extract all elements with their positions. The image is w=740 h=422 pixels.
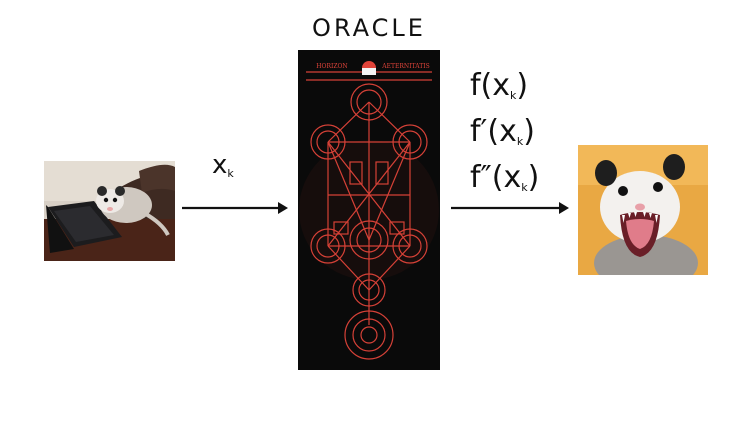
input-subscript: k <box>227 167 234 180</box>
output-f-subscript: k <box>510 89 517 102</box>
oracle-panel: HORIZON AETERNITATIS <box>298 50 440 370</box>
output-fprime-prefix: f′( <box>470 114 500 149</box>
opossum-screaming-photo <box>578 145 708 275</box>
opossum-laptop-photo <box>44 161 175 261</box>
opossum-screaming-icon <box>578 145 708 275</box>
oracle-header-right: AETERNITATIS <box>381 63 429 70</box>
output-f-symbol: x <box>492 68 511 103</box>
opossum-laptop-icon <box>44 161 175 261</box>
oracle-header-left: HORIZON <box>316 63 347 70</box>
output-fdoubleprime-suffix: ) <box>527 160 540 195</box>
output-fprime-suffix: ) <box>523 114 535 149</box>
output-f-suffix: ) <box>516 68 529 103</box>
output-fprime-label: f′(xk) <box>470 114 535 149</box>
output-f-prefix: f( <box>470 68 493 103</box>
output-fdoubleprime-symbol: x <box>503 160 522 195</box>
input-arrow <box>182 202 288 214</box>
output-fprime-subscript: k <box>516 135 524 148</box>
output-fdoubleprime-label: f″(xk) <box>470 160 539 195</box>
output-fdoubleprime-subscript: k <box>521 181 528 194</box>
output-arrow <box>451 202 569 214</box>
oracle-title: ORACLE <box>312 14 426 42</box>
input-symbol: x <box>212 150 228 180</box>
output-f-label: f(xk) <box>470 68 528 103</box>
output-fdoubleprime-prefix: f″( <box>470 160 504 195</box>
output-fprime-symbol: x <box>499 114 517 149</box>
input-label-xk: xk <box>212 150 234 180</box>
sefirot-tree-icon: HORIZON AETERNITATIS <box>298 50 440 370</box>
